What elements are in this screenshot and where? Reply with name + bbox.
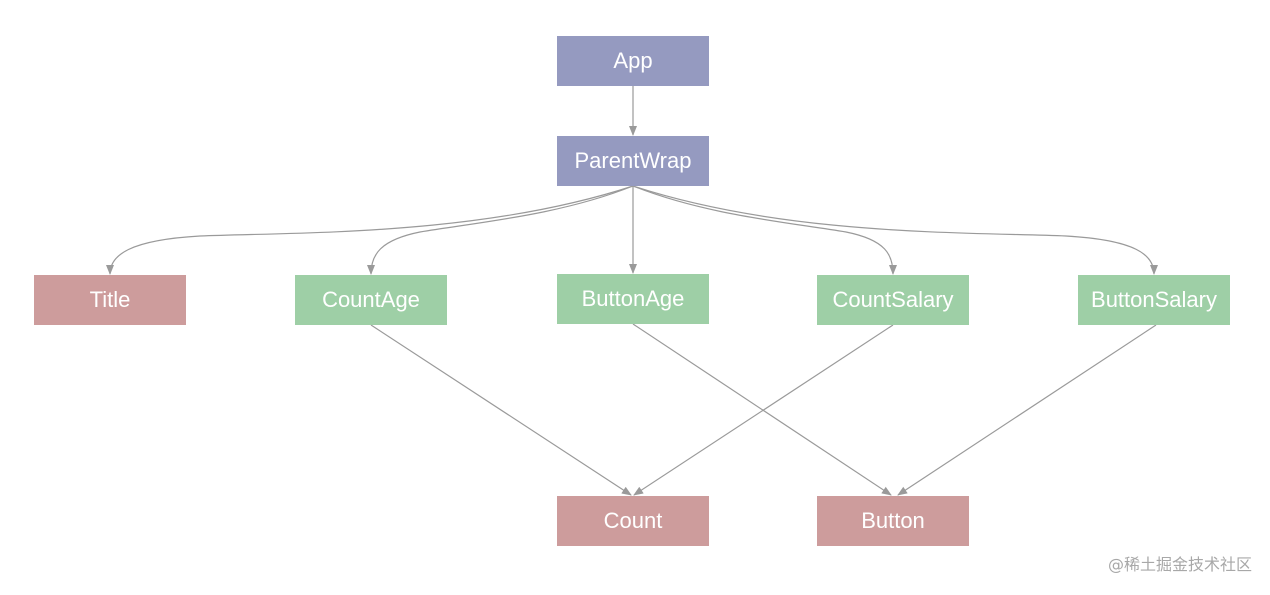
node-parentwrap: ParentWrap bbox=[557, 136, 709, 186]
edge-buttonage-to-button bbox=[632, 323, 892, 496]
node-app: App bbox=[557, 36, 709, 86]
node-count: Count bbox=[557, 496, 709, 546]
node-buttonsalary: ButtonSalary bbox=[1078, 275, 1230, 325]
node-title: Title bbox=[34, 275, 186, 325]
edge-parentwrap-to-buttonsalary bbox=[632, 185, 1158, 275]
node-button: Button bbox=[817, 496, 969, 546]
node-countage: CountAge bbox=[295, 275, 447, 325]
watermark: @稀土掘金技术社区 bbox=[1107, 555, 1252, 574]
edge-parentwrap-to-countage bbox=[367, 185, 634, 275]
edge-parentwrap-to-countsalary bbox=[632, 185, 897, 275]
edge-parentwrap-to-title bbox=[106, 185, 634, 275]
edge-countage-to-count bbox=[370, 324, 632, 496]
edge-buttonsalary-to-button bbox=[897, 324, 1157, 496]
node-countsalary: CountSalary bbox=[817, 275, 969, 325]
node-buttonage: ButtonAge bbox=[557, 274, 709, 324]
